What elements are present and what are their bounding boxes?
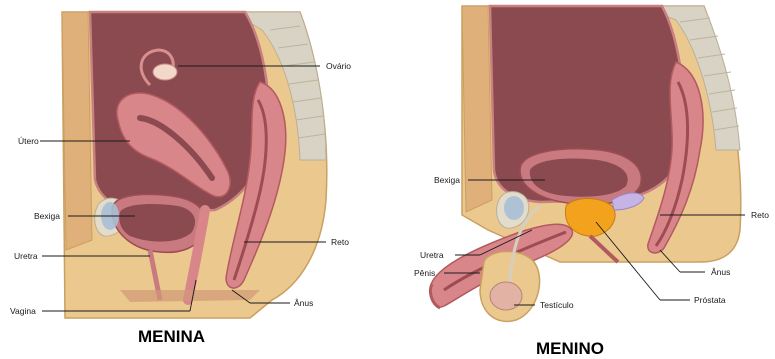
male-caption: MENINO	[536, 339, 604, 358]
label-male-prostata: Próstata	[694, 295, 726, 305]
label-male-bexiga: Bexiga	[434, 175, 460, 185]
label-female-reto: Reto	[331, 237, 349, 247]
female-ovary	[153, 64, 177, 80]
label-female-utero: Útero	[18, 136, 39, 146]
label-male-uretra: Uretra	[420, 250, 444, 260]
female-abdominal-wall	[62, 12, 92, 250]
label-male-penis: Pênis	[414, 268, 435, 278]
female-caption: MENINA	[138, 327, 205, 346]
label-male-reto: Reto	[751, 210, 769, 220]
male-diagram	[430, 6, 741, 321]
label-female-bexiga: Bexiga	[34, 211, 60, 221]
label-male-testiculo: Testículo	[540, 300, 574, 310]
female-diagram	[62, 12, 327, 318]
label-female-ovario: Ovário	[326, 61, 351, 71]
label-female-anus: Ânus	[294, 298, 313, 308]
label-male-anus: Ânus	[711, 267, 730, 277]
label-female-uretra: Uretra	[14, 251, 38, 261]
label-female-vagina: Vagina	[10, 306, 36, 316]
male-testicle	[490, 282, 522, 310]
male-abdominal-wall	[462, 6, 492, 212]
